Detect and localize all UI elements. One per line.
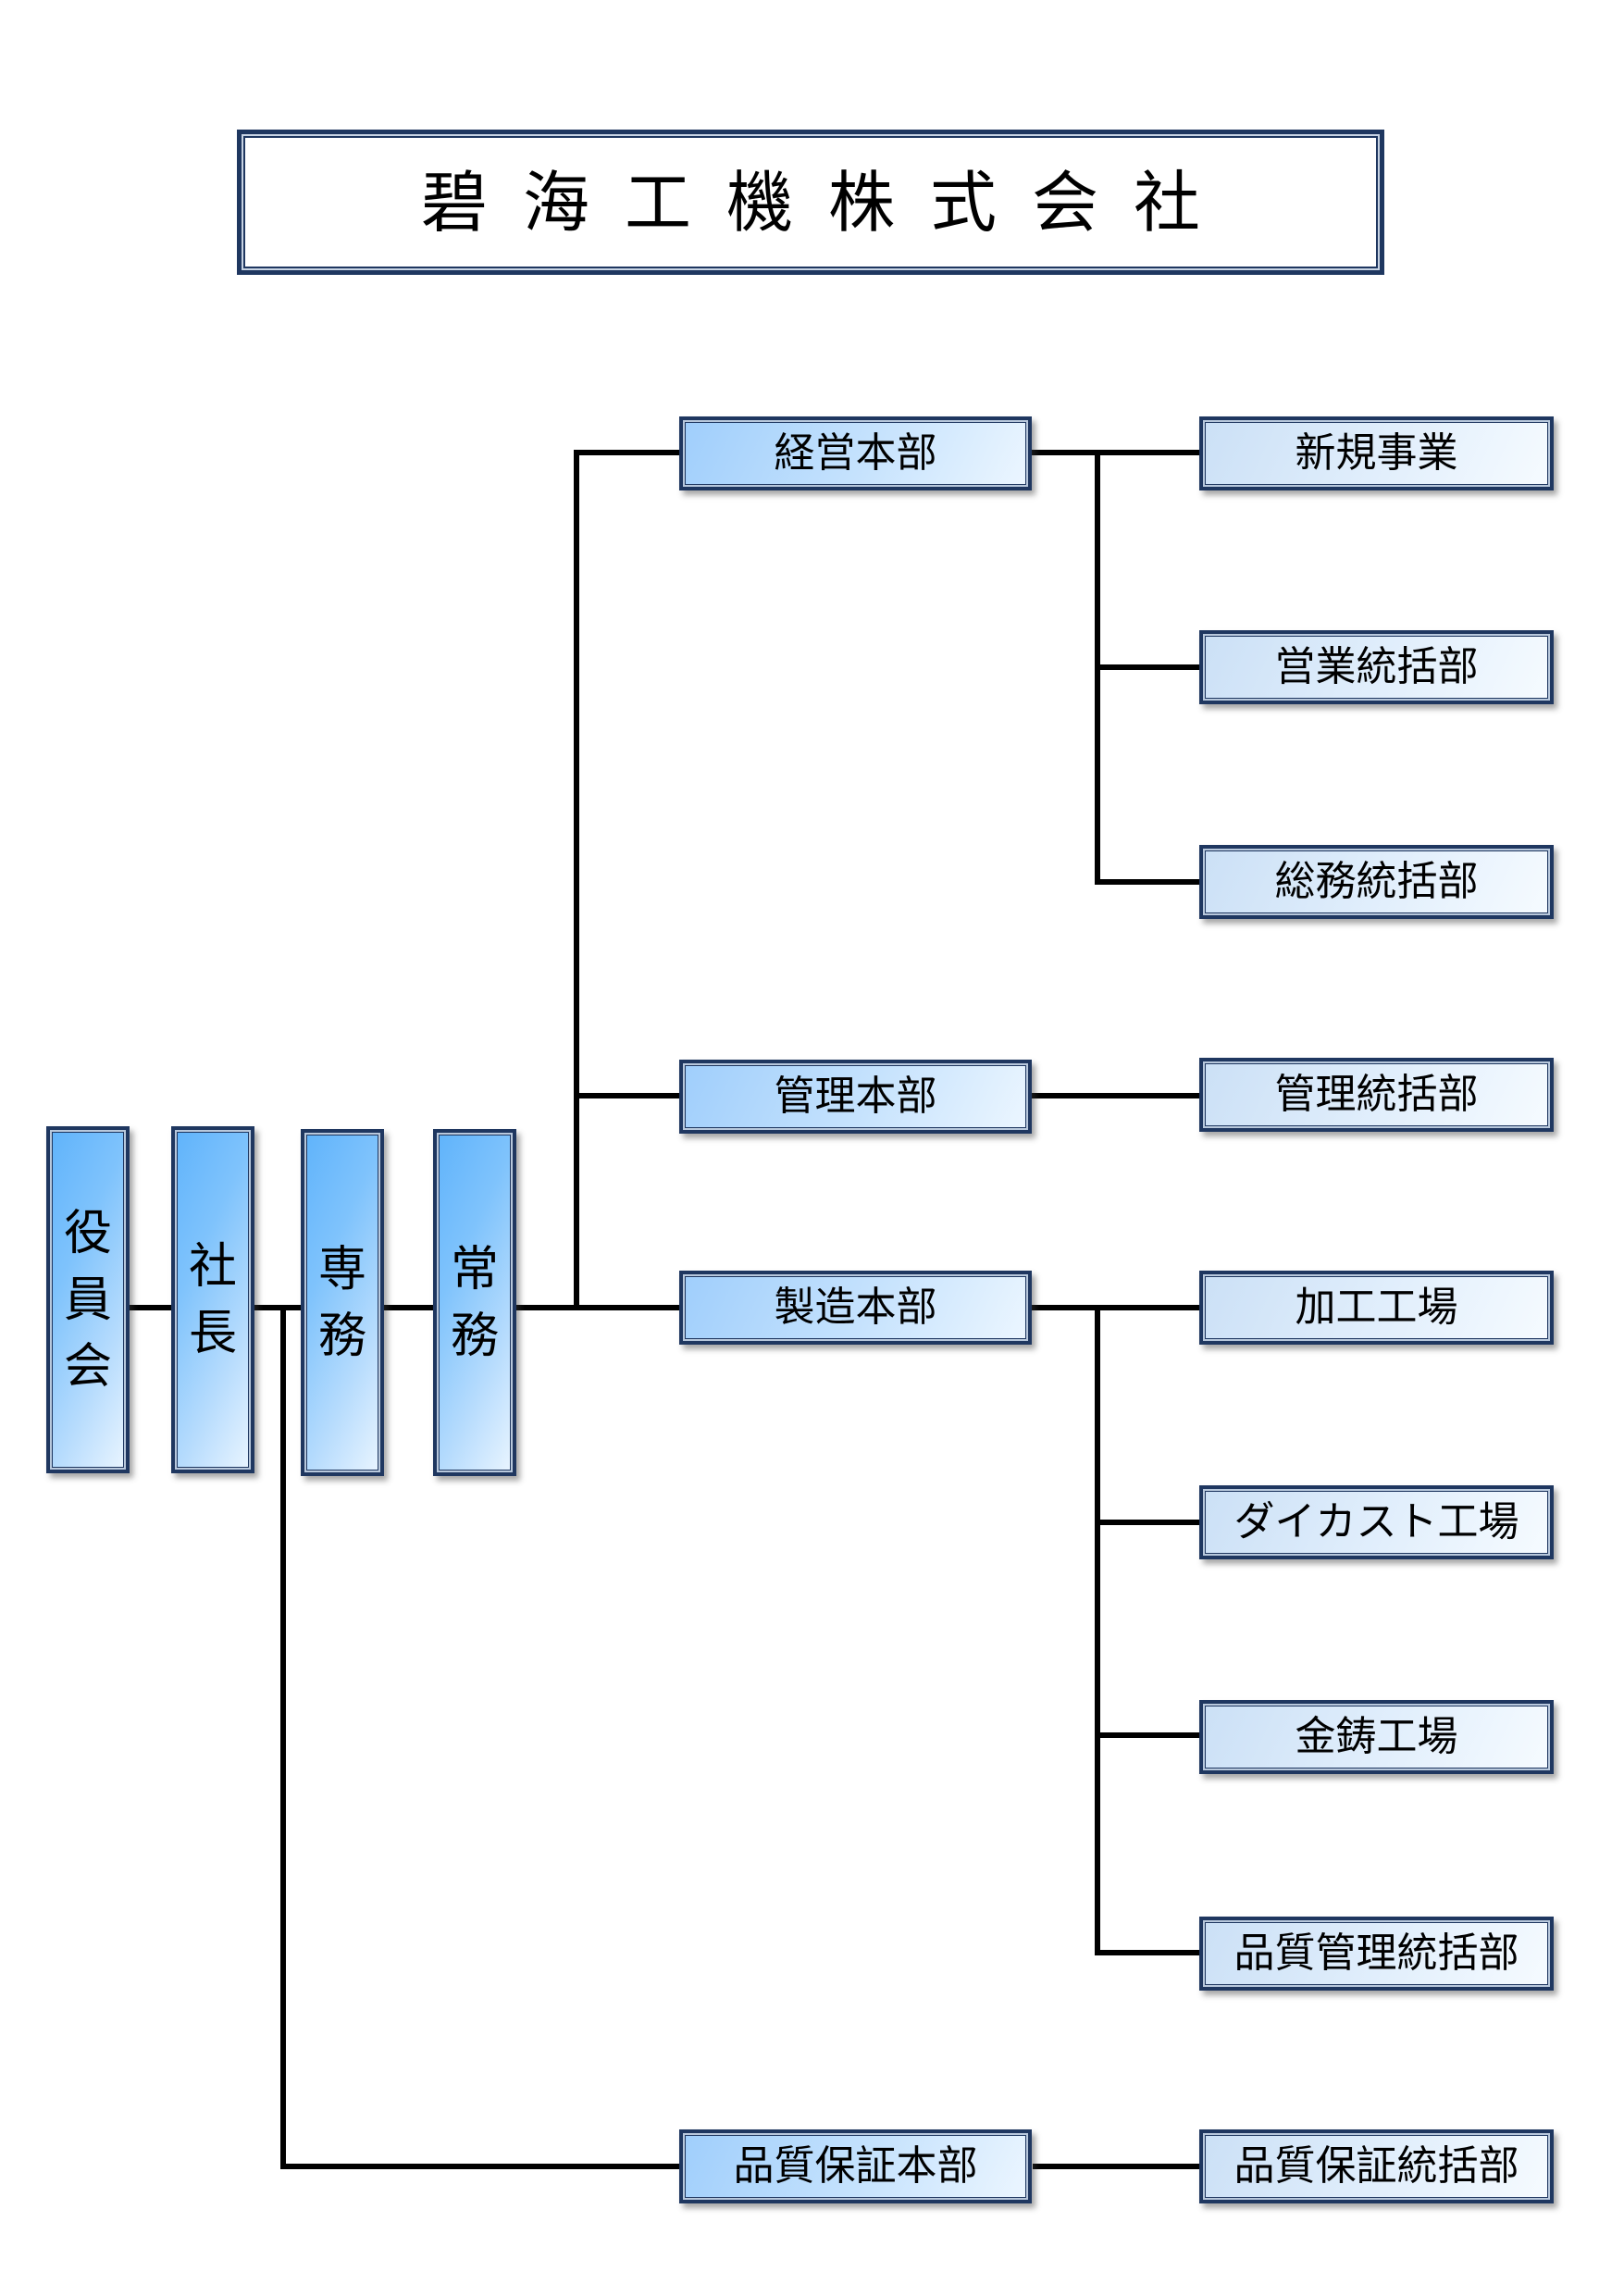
org-box-manufacturing-hq[interactable]: 製造本部 (679, 1271, 1032, 1345)
connector-trunk-administration-hq (574, 1093, 679, 1098)
org-box-board[interactable]: 役員会 (46, 1126, 130, 1473)
org-box-label: 管理統括部 (1274, 1071, 1479, 1118)
company-title-box: 碧海工機株式会社 (237, 130, 1384, 275)
org-box-label: 経営本部 (774, 429, 937, 477)
connector-manufacturing-hq-right (1032, 1305, 1199, 1310)
connector-senior-managing (384, 1305, 433, 1310)
org-box-label: 品質保証統括部 (1233, 2142, 1519, 2190)
org-box-label: 常務 (450, 1241, 499, 1364)
org-box-label: ダイカスト工場 (1233, 1498, 1519, 1545)
connector-board-president (130, 1305, 171, 1310)
org-box-administration-division[interactable]: 管理統括部 (1199, 1058, 1554, 1132)
connector-president-senior (254, 1305, 301, 1310)
connector-administration-division (1032, 1093, 1199, 1098)
manufacturing-branch-vertical (1095, 1305, 1100, 1955)
company-title: 碧海工機株式会社 (420, 163, 1235, 242)
org-box-label: 加工工場 (1295, 1284, 1458, 1331)
org-box-machining-plant[interactable]: 加工工場 (1199, 1271, 1554, 1345)
connector-general-affairs-division (1095, 879, 1199, 885)
connector-die-casting-plant (1095, 1520, 1199, 1525)
org-box-label: 品質保証本部 (733, 2142, 978, 2190)
org-box-label: 専務 (317, 1241, 366, 1364)
org-box-label: 総務統括部 (1274, 858, 1479, 905)
connector-sales-division (1095, 664, 1199, 670)
connector-president-qa-hq (280, 2164, 679, 2169)
connector-mold-casting-plant (1095, 1732, 1199, 1738)
org-box-label: 管理本部 (774, 1073, 937, 1120)
connector-managing-trunk (516, 1305, 679, 1310)
org-box-label: 役員会 (63, 1205, 112, 1395)
org-box-administration-hq[interactable]: 管理本部 (679, 1060, 1032, 1134)
org-box-management-hq[interactable]: 経営本部 (679, 416, 1032, 490)
org-box-mold-casting-plant[interactable]: 金鋳工場 (1199, 1700, 1554, 1774)
org-box-new-business[interactable]: 新規事業 (1199, 416, 1554, 490)
trunk-vertical (574, 450, 579, 1310)
org-box-managing-director[interactable]: 常務 (433, 1129, 516, 1476)
org-box-label: 社長 (188, 1238, 237, 1361)
org-box-quality-assurance-hq[interactable]: 品質保証本部 (679, 2129, 1032, 2203)
org-box-general-affairs-division[interactable]: 総務統括部 (1199, 845, 1554, 919)
org-box-senior-managing-director[interactable]: 専務 (301, 1129, 384, 1476)
connector-trunk-management-hq (574, 450, 679, 455)
org-box-president[interactable]: 社長 (171, 1126, 254, 1473)
org-box-label: 営業統括部 (1274, 643, 1479, 690)
org-box-sales-division[interactable]: 営業統括部 (1199, 630, 1554, 704)
connector-management-hq-right (1032, 450, 1199, 455)
org-box-label: 製造本部 (774, 1284, 937, 1331)
connector-quality-control-division (1095, 1950, 1199, 1955)
org-box-label: 金鋳工場 (1295, 1713, 1458, 1760)
org-box-label: 新規事業 (1295, 429, 1458, 477)
org-box-label: 品質管理統括部 (1233, 1930, 1519, 1977)
org-box-quality-control-division[interactable]: 品質管理統括部 (1199, 1917, 1554, 1991)
connector-quality-assurance-division (1033, 2164, 1199, 2169)
org-box-die-casting-plant[interactable]: ダイカスト工場 (1199, 1485, 1554, 1559)
president-qa-vertical (280, 1305, 286, 2169)
org-box-quality-assurance-division[interactable]: 品質保証統括部 (1199, 2129, 1554, 2203)
